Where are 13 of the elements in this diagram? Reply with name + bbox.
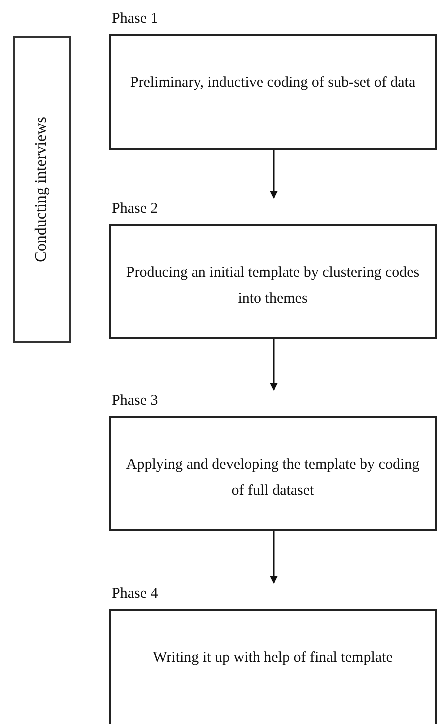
phase-heading: Phase 1 [112,10,158,28]
process-text: Producing an initial template by clustering codes into themes [125,264,421,309]
side-label: Conducting interviews [32,116,51,262]
arrow [270,531,278,584]
arrow [270,339,278,391]
arrow [270,150,278,199]
process-text: Writing it up with help of final template [153,649,393,668]
side-box [13,36,71,343]
process-text: Applying and developing the template by coding of full dataset [125,456,421,501]
phase-heading: Phase 2 [112,200,158,218]
process-text: Preliminary, inductive coding of sub-set of data [130,74,416,93]
phase-heading: Phase 4 [112,585,158,603]
phase-heading: Phase 3 [112,392,158,410]
